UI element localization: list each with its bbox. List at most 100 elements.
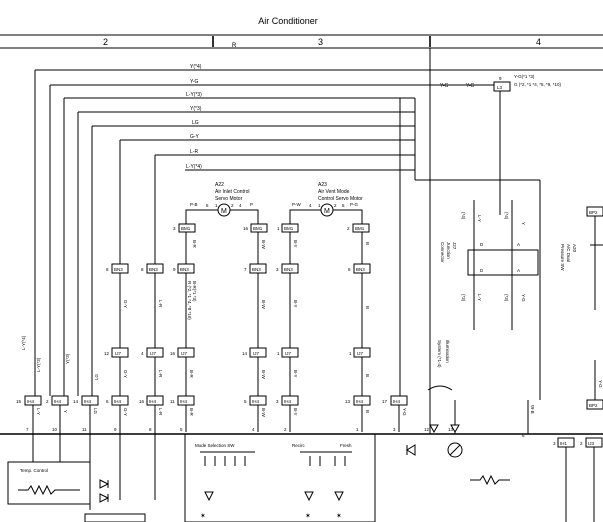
svg-text:1: 1 xyxy=(215,203,218,208)
svg-text:BN3: BN3 xyxy=(114,267,123,272)
ih-label-gy: G-Y xyxy=(123,370,128,378)
br-note-2: R (*2, *1 *4, *8 *10) xyxy=(187,281,192,320)
svg-text:4: 4 xyxy=(239,203,242,208)
connector-l3-label: L3 xyxy=(497,85,503,90)
svg-text:B: B xyxy=(365,410,370,413)
bn3-connector-1: 8 BN3 xyxy=(106,263,129,274)
svg-text:5: 5 xyxy=(244,399,247,404)
svg-text:14: 14 xyxy=(73,399,79,404)
svg-text:LG: LG xyxy=(93,408,98,415)
svg-text:IH4: IH4 xyxy=(84,399,92,404)
svg-text:6: 6 xyxy=(522,433,525,438)
ih4-connector-5: 16 IH4 xyxy=(139,395,164,406)
svg-text:G-Y: G-Y xyxy=(123,408,128,416)
yg-label-1: Y-G xyxy=(440,83,449,89)
a23-name2: Control Servo Motor xyxy=(318,196,363,202)
yg-right-label: Y-G xyxy=(598,380,603,388)
svg-text:1: 1 xyxy=(349,351,352,356)
svg-text:A: A xyxy=(517,242,520,247)
svg-text:BN3: BN3 xyxy=(180,267,189,272)
wire-label-y3: Y(*3) xyxy=(190,106,202,112)
mid-label-by-top: B-Y xyxy=(293,240,298,248)
bn3-connector-4: 7 BN3 xyxy=(244,263,267,274)
svg-text:(*3): (*3) xyxy=(504,294,509,302)
a23-wire-left: P-W xyxy=(292,202,302,207)
svg-text:12: 12 xyxy=(424,427,430,432)
bm1-connector-4: 2 BM1 xyxy=(347,223,370,233)
svg-text:4: 4 xyxy=(141,351,144,356)
wire-label-ly4: L-Y(*4) xyxy=(186,164,202,170)
wire-label-ly3: L-Y(*3) xyxy=(186,92,202,98)
illumination-label-2: System (*1-4) xyxy=(437,340,442,368)
svg-text:D: D xyxy=(480,242,484,247)
svg-text:5: 5 xyxy=(206,203,209,208)
left-label-lg: LG xyxy=(94,373,99,380)
a22-name2: Servo Motor xyxy=(215,196,243,202)
svg-text:6: 6 xyxy=(348,267,351,272)
left-label-ly4: L-Y(*4) xyxy=(21,335,26,350)
a22-wire-left: P-B xyxy=(190,202,198,207)
svg-text:IJ7: IJ7 xyxy=(253,351,260,356)
svg-text:BN3: BN3 xyxy=(356,267,365,272)
mid-label-b-top: B xyxy=(365,242,370,245)
svg-text:1: 1 xyxy=(277,226,280,231)
wire-label-yg: Y-G xyxy=(190,79,199,85)
mid-label-br-top: B-R xyxy=(192,240,197,249)
svg-text:14: 14 xyxy=(242,351,248,356)
svg-text:IH4: IH4 xyxy=(393,399,401,404)
svg-text:BM1: BM1 xyxy=(355,226,365,231)
svg-text:2: 2 xyxy=(46,399,49,404)
a22-wire-right: P xyxy=(250,202,253,207)
ih-label-br: B-R xyxy=(189,370,194,379)
j27-id: J27 xyxy=(452,242,457,250)
svg-text:16: 16 xyxy=(170,351,176,356)
a22-id: A22 xyxy=(215,182,224,188)
a23-wire-right: P-G xyxy=(350,202,359,207)
svg-text:BM1: BM1 xyxy=(284,226,294,231)
svg-text:4: 4 xyxy=(309,203,312,208)
svg-text:13: 13 xyxy=(345,399,351,404)
j27-name1: Junction xyxy=(446,242,451,259)
ij7-connector-3: 16 IJ7 xyxy=(170,347,195,358)
ih-label-b: B xyxy=(365,374,370,377)
ij7-connector-6: 1 IJ7 xyxy=(349,347,371,358)
svg-text:Y-G: Y-G xyxy=(402,408,407,416)
ih-label-by: B-Y xyxy=(293,370,298,378)
top-wire-bus xyxy=(35,48,603,215)
svg-text:IH4: IH4 xyxy=(54,399,62,404)
svg-text:IH4: IH4 xyxy=(284,399,292,404)
svg-text:A: A xyxy=(517,268,520,273)
svg-text:BN3: BN3 xyxy=(284,267,293,272)
svg-text:IH1: IH1 xyxy=(560,441,568,446)
wire-label-lg: LG xyxy=(192,120,199,126)
fresh-label: Fresh xyxy=(340,443,352,448)
ih4-connector-2: 2 IH4 xyxy=(46,395,69,406)
left-label-y3: Y(*3) xyxy=(65,353,70,364)
svg-text:8: 8 xyxy=(141,267,144,272)
bn3-connector-2: 8 BN3 xyxy=(141,263,164,274)
svg-text:M: M xyxy=(324,208,330,215)
svg-text:IJ7: IJ7 xyxy=(115,351,122,356)
wire-label-gy: G-Y xyxy=(190,134,200,140)
ij3-connector: 2 IJ3 xyxy=(580,437,603,448)
svg-text:9: 9 xyxy=(114,427,117,432)
svg-text:3: 3 xyxy=(393,427,396,432)
yg-note-1: Y-G(*1 *3) xyxy=(514,74,535,79)
recirc-label: Recirc xyxy=(292,443,306,448)
left-label-ly3: L-Y(*3) xyxy=(36,357,41,372)
connector-l3 xyxy=(493,81,511,92)
ih4-connector-1: 15 IH4 xyxy=(16,395,42,406)
j27-name2: Connector xyxy=(440,242,445,263)
led-icon-2: ✶ xyxy=(305,512,311,520)
svg-text:IH4: IH4 xyxy=(27,399,35,404)
bm1-connector-1: 3 BM1 xyxy=(173,223,196,233)
mid-label-b: B xyxy=(365,306,370,309)
svg-text:IH4: IH4 xyxy=(356,399,364,404)
svg-text:13: 13 xyxy=(448,427,454,432)
a23-name1: Air Vent Mode xyxy=(318,189,350,195)
svg-text:B-Y: B-Y xyxy=(293,408,298,416)
svg-text:IJ7: IJ7 xyxy=(150,351,157,356)
ij7-connector-4: 14 IJ7 xyxy=(242,347,267,358)
yg-label-2: Y-G xyxy=(466,83,475,89)
l3-pin: 9 xyxy=(499,76,502,81)
